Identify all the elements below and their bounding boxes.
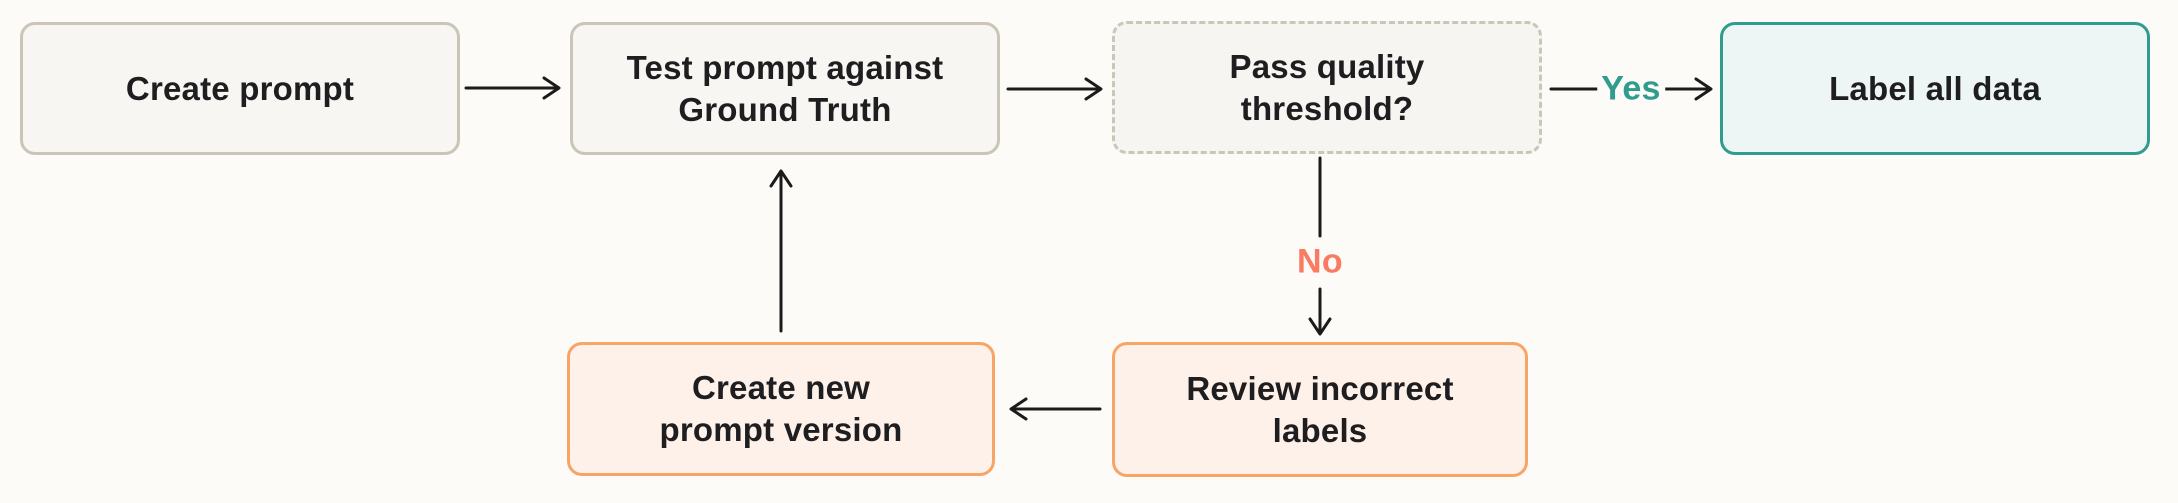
node-test-prompt-against-ground-truth: Test prompt against Ground Truth <box>570 22 1000 155</box>
node-create-prompt: Create prompt <box>20 22 460 155</box>
node-label-all-data: Label all data <box>1720 22 2150 155</box>
edge-label-no: No <box>1293 242 1347 282</box>
edge-label-yes: Yes <box>1597 69 1665 109</box>
node-create-new-prompt-version: Create new prompt version <box>567 342 995 476</box>
node-review-incorrect-labels: Review incorrect labels <box>1112 342 1528 477</box>
node-pass-quality-threshold: Pass quality threshold? <box>1112 21 1542 154</box>
